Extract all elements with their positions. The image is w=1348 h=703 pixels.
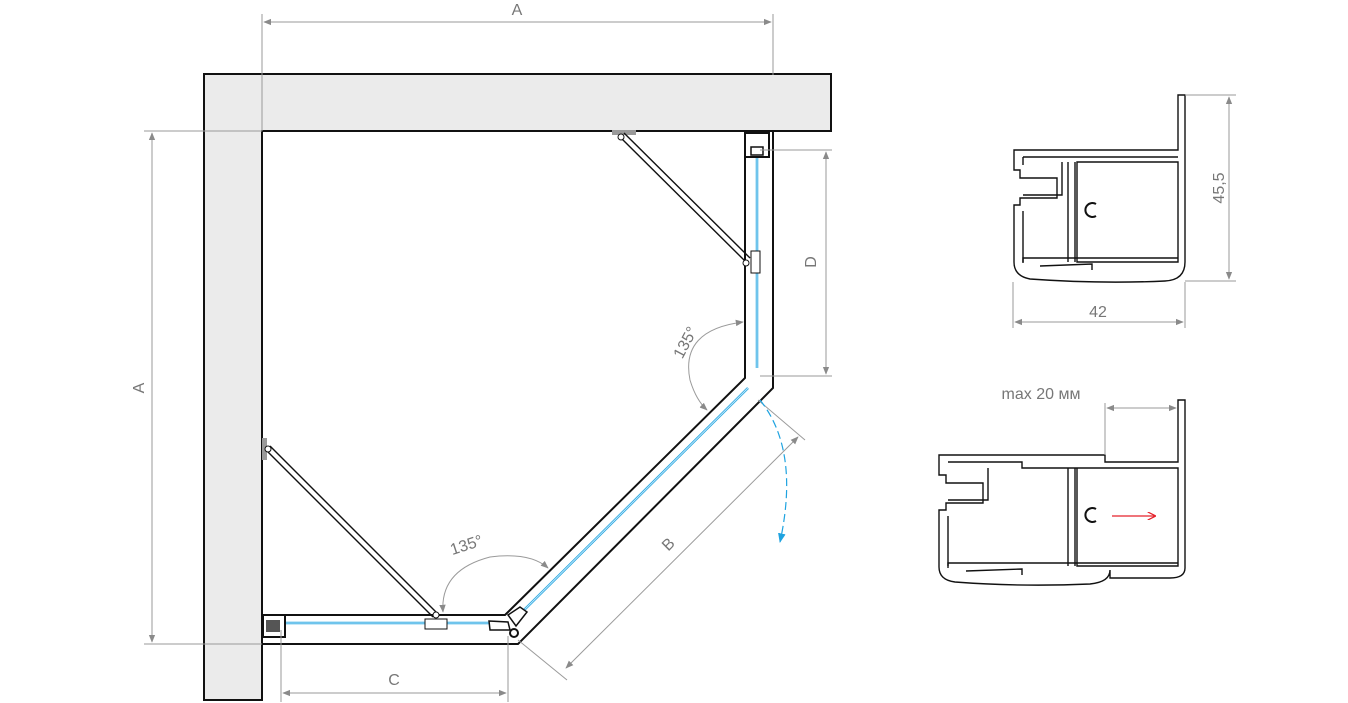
enclosure-frame [262, 131, 774, 645]
door-swing-arrow [759, 399, 788, 543]
stabilizer-bar-upper [612, 130, 761, 274]
stabilizer-bar-lower [262, 438, 448, 630]
dim-b-label: B [659, 535, 679, 555]
glass-panels [280, 152, 759, 625]
dimension-d: D [760, 149, 832, 377]
dimension-a-top: A [261, 2, 774, 131]
dim-c-label: C [388, 672, 400, 689]
profile-height-label: 45,5 [1211, 172, 1228, 203]
dimension-a-left: A [131, 130, 262, 645]
max-gap-label: max 20 мм [1002, 386, 1081, 403]
profile-section-bottom: max 20 мм [938, 386, 1186, 586]
angle-lower: 135° [439, 533, 549, 613]
angle-upper: 135° [671, 319, 744, 411]
angle-lower-label: 135° [448, 533, 485, 559]
dim-d-label: D [803, 256, 820, 268]
dim-a-top-label: A [512, 2, 523, 19]
wall-profile-left [262, 614, 286, 638]
wall-profile-top [744, 132, 770, 158]
dimension-c: C [280, 630, 509, 702]
profile-section-top: 45,5 42 [1012, 94, 1236, 328]
dimension-b: B [517, 399, 806, 681]
profile-width-label: 42 [1089, 304, 1107, 321]
dim-a-left-label: A [131, 382, 148, 393]
